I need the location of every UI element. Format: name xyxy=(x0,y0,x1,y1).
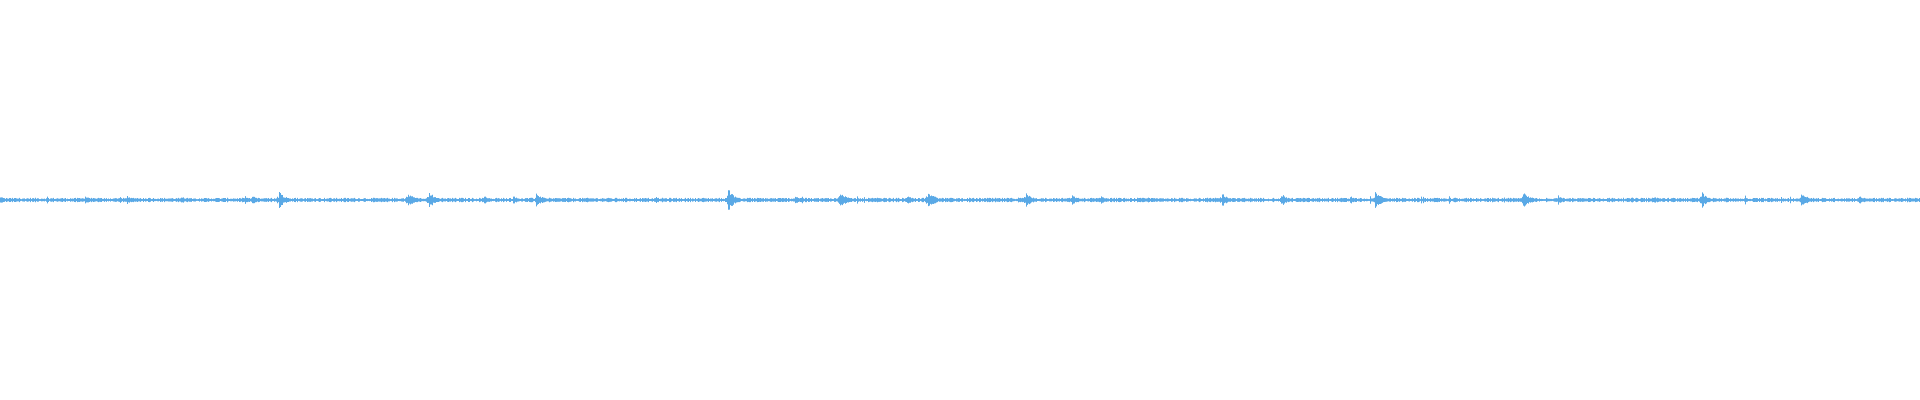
waveform-strokes xyxy=(0,190,1920,210)
